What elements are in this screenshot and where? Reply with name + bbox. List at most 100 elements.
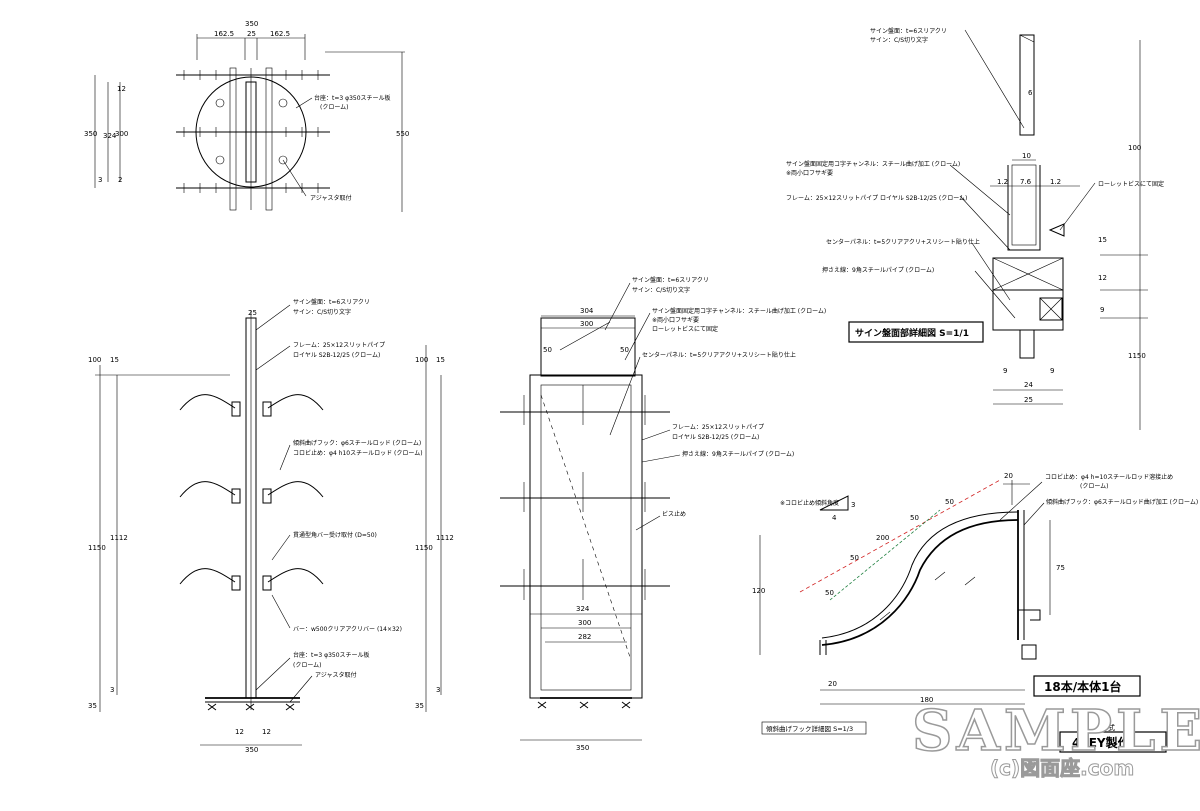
hook-curve-outer — [821, 519, 1019, 646]
side-dim-35: 35 — [88, 702, 97, 710]
detail-dim-9: 9 — [1100, 306, 1104, 314]
copyright-watermark: (c)図面座.com — [989, 756, 1135, 781]
detail-dim-9b: 9 — [1050, 367, 1054, 375]
side-dim-1150: 1150 — [88, 544, 106, 552]
side-view: 100 15 1150 1112 35 3 25 350 12 12 サイン盤面… — [88, 298, 423, 754]
detail-dim-9a: 9 — [1003, 367, 1007, 375]
hook-note-stop: コロビ止め：φ4 h=10スチールロッド溶接止め — [1045, 473, 1173, 481]
detail-dim-24: 24 — [1024, 381, 1033, 389]
front-frame — [529, 374, 643, 699]
detail-dim-12: 12 — [1098, 274, 1107, 282]
hook-note-angle: ※コロビ止め傾斜角度 — [780, 499, 839, 507]
dim-3: 3 — [98, 176, 102, 184]
front-note-channel-sub: ※両小口フサギ要 — [652, 316, 699, 324]
dim-550: 550 — [396, 130, 409, 138]
front-dim-300: 300 — [580, 320, 593, 328]
hook-dim-20-top: 20 — [1004, 472, 1013, 480]
qty-label: 45EY製作 — [1072, 735, 1130, 750]
front-note-press: 押さえ線：9角スチールパイプ (クローム) — [682, 450, 794, 458]
hook-note-stop-sub: (クローム) — [1080, 483, 1109, 490]
detail-note-press: 押さえ線：9角スチールパイプ (クローム) — [822, 266, 934, 274]
hook-detail: ※コロビ止め傾斜角度 3 4 20 50 50 200 50 50 120 75… — [752, 472, 1198, 735]
hook-note-hook: 傾斜曲げフック：φ6スチールロッド曲げ加工 (クローム) — [1046, 498, 1198, 506]
side-dim-12a: 12 — [235, 728, 244, 736]
front-note-frame: フレーム：25×12スリットパイプ — [672, 424, 764, 431]
detail-note-channel: サイン盤面固定用コ字チャンネル：スチール曲げ加工 (クローム) — [786, 160, 960, 168]
side-hooks — [179, 394, 324, 591]
detail-dim-1150: 1150 — [1128, 352, 1146, 360]
qty-suffix: 式 — [1108, 723, 1115, 732]
dim-324: 324 — [103, 132, 117, 140]
dim-12: 12 — [117, 85, 126, 93]
note-adjuster-top: アジャスタ取付 — [310, 194, 351, 202]
dim-25: 25 — [247, 30, 256, 38]
dim-350-v: 350 — [84, 130, 97, 138]
detail-dim-7-6: 7.6 — [1020, 178, 1032, 186]
front-dim-35: 35 — [415, 702, 424, 710]
detail-sign-plate — [1019, 34, 1035, 136]
detail-note-sign: サイン盤面：t=6スリアクリ — [870, 27, 947, 35]
side-note-base-sub: (クローム) — [293, 662, 322, 669]
side-note-bar2: バー：w500クリアアクリバー (14×32) — [293, 626, 402, 633]
detail-dim-10: 10 — [1022, 152, 1031, 160]
hook-angle-a: 3 — [851, 501, 855, 509]
side-dim-1112: 1112 — [110, 534, 128, 542]
side-note-sign-sub: サイン：C/S切り文字 — [293, 308, 351, 316]
dim-2: 2 — [118, 176, 122, 184]
front-dim-50b: 50 — [620, 346, 629, 354]
front-note-center: センターパネル：t=5クリアアクリ+スリシート貼り仕上 — [642, 351, 796, 359]
side-note-adjuster: アジャスタ取付 — [315, 671, 356, 679]
front-dim-1112: 1112 — [436, 534, 454, 542]
hook-dim-180: 180 — [920, 696, 933, 704]
front-sign-panel — [540, 317, 636, 377]
count-label: 18本/本体1台 — [1044, 679, 1121, 694]
front-note-sign: サイン盤面：t=6スリアクリ — [632, 276, 709, 284]
dim-162-5-right: 162.5 — [270, 30, 290, 38]
qty-box — [1059, 731, 1167, 753]
front-note-sign-sub: サイン：C/S切り文字 — [632, 286, 690, 294]
note-base-top-sub: (クローム) — [320, 104, 349, 111]
count-box — [1033, 675, 1141, 697]
detail-sign-title: サイン盤面部詳細図 S=1/1 — [855, 327, 969, 339]
front-dim-350: 350 — [576, 744, 589, 752]
hook-detail-title: 傾斜曲げフック詳細図 S=1/3 — [766, 724, 853, 733]
detail-dim-25: 25 — [1024, 396, 1033, 404]
dim-300: 300 — [115, 130, 128, 138]
side-dim-100: 100 — [88, 356, 101, 364]
front-dim-304: 304 — [580, 307, 594, 315]
dim-350: 350 — [245, 20, 258, 28]
front-note-frame-sub: ロイヤル S2B-12/25 (クローム) — [672, 434, 759, 441]
sample-watermark: SAMPLE — [911, 697, 1200, 765]
side-note-frame-sub: ロイヤル S2B-12/25 (クローム) — [293, 352, 380, 359]
side-note-hook: 傾斜曲げフック：φ6スチールロッド (クローム) — [293, 439, 421, 447]
side-dim-15: 15 — [110, 356, 119, 364]
front-view: 304 300 50 50 100 15 1150 1112 35 3 324 … — [415, 276, 826, 752]
detail-note-frame: フレーム：25×12スリットパイプ ロイヤル S2B-12/25 (クローム) — [786, 195, 967, 202]
hook-dim-50a: 50 — [825, 589, 834, 597]
side-note-hook-sub: コロビ止め：φ4 h10スチールロッド (クローム) — [293, 449, 423, 457]
side-dim-12b: 12 — [262, 728, 271, 736]
hook-dim-50b: 50 — [850, 554, 859, 562]
dim-162-5-left: 162.5 — [214, 30, 234, 38]
hook-dim-20-bottom: 20 — [828, 680, 837, 688]
hook-dim-50c: 50 — [910, 514, 919, 522]
detail-note-center: センターパネル：t=5クリアアクリ+スリシート貼り仕上 — [826, 238, 980, 246]
front-dim-324: 324 — [576, 605, 590, 613]
side-note-sign: サイン盤面：t=6スリアクリ — [293, 298, 370, 306]
detail-note-channel-sub: ※両小口フサギ要 — [786, 169, 833, 177]
sign-detail: 6 100 10 1.2 7.6 1.2 15 12 9 1150 9 9 24… — [786, 27, 1164, 430]
side-dim-350: 350 — [245, 746, 258, 754]
hook-dim-120: 120 — [752, 587, 765, 595]
note-base-top: 台座：t=3 φ350スチール板 — [314, 94, 391, 102]
hook-angle-line-red — [799, 479, 1001, 593]
side-note-frame: フレーム：25×12スリットパイプ — [293, 342, 385, 349]
side-note-bar: 貫通型角バー受け取付 (D=50) — [293, 531, 377, 539]
front-dim-15: 15 — [436, 356, 445, 364]
detail-dim-1-2a: 1.2 — [997, 178, 1008, 186]
hook-dim-200: 200 — [876, 534, 889, 542]
front-dim-50a: 50 — [543, 346, 552, 354]
detail-dim-6: 6 — [1028, 89, 1033, 97]
front-note-channel-sub2: ローレットビスにて固定 — [652, 325, 718, 333]
